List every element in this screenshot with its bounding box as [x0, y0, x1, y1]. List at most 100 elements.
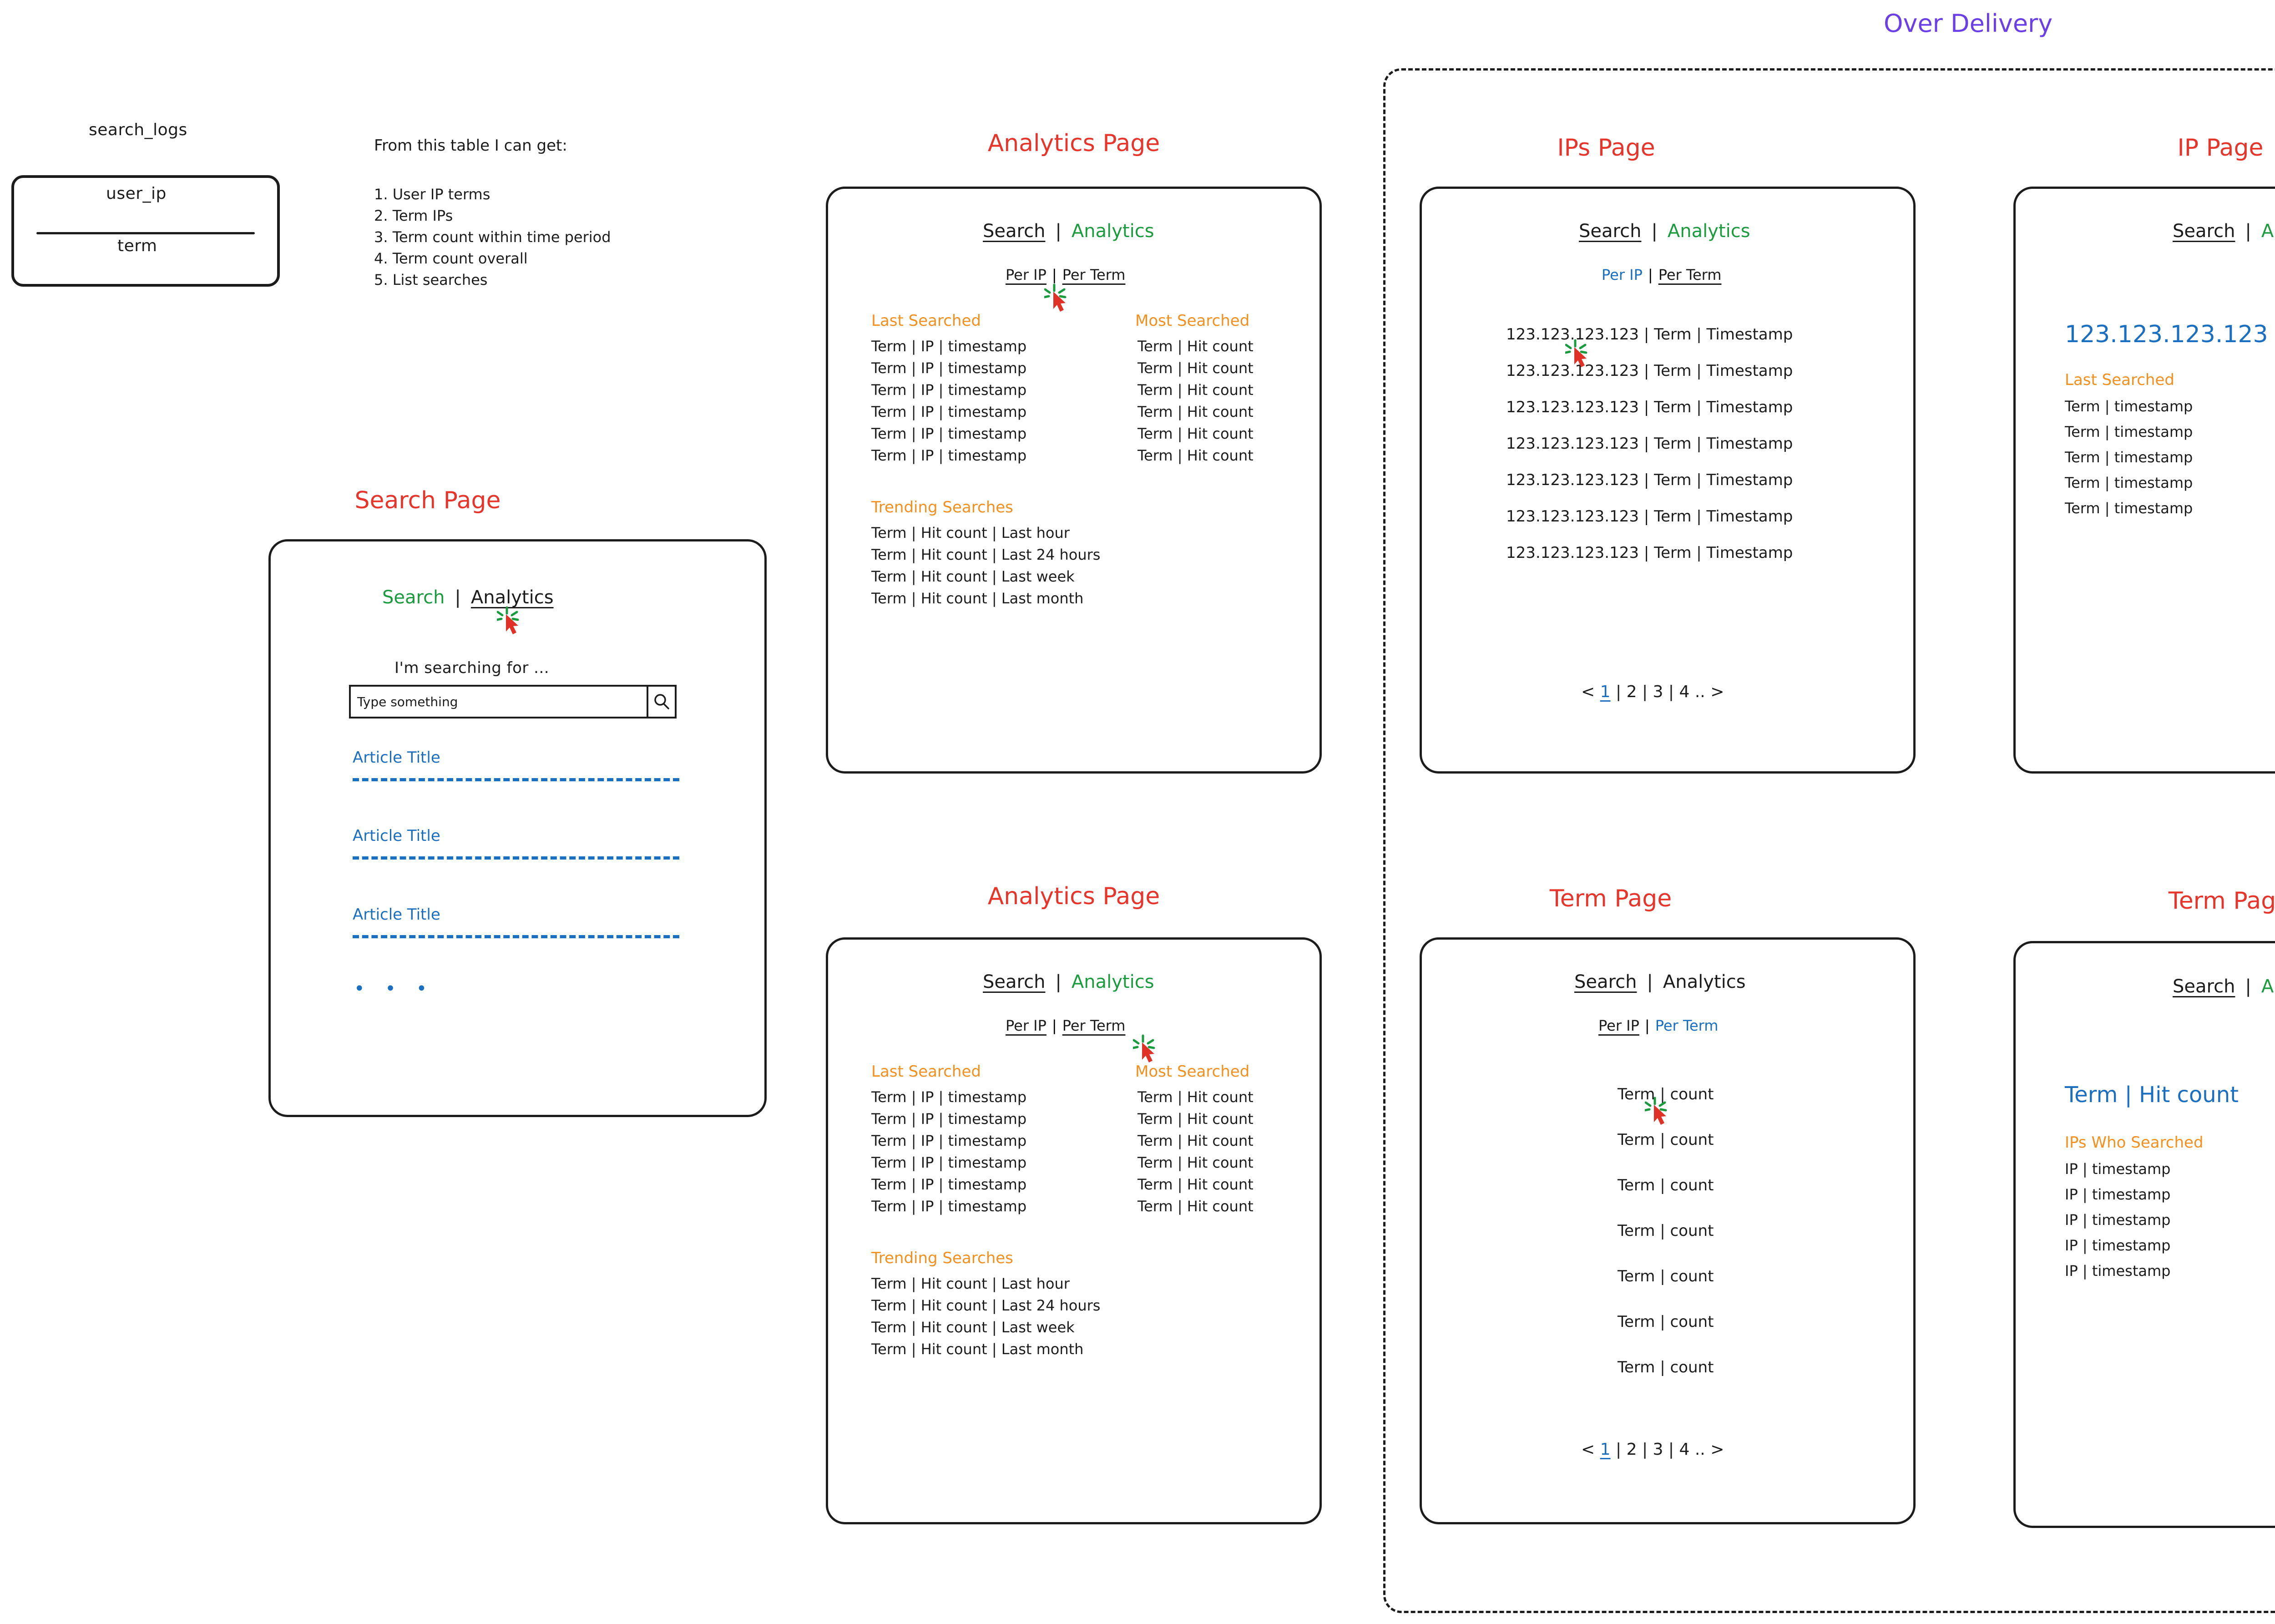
table-row[interactable]: Term | count	[1618, 1267, 1714, 1285]
pagination-page-2[interactable]: 2	[1626, 683, 1637, 701]
entity-title: search_logs	[89, 121, 187, 139]
nav-search-link[interactable]: Search	[983, 971, 1046, 992]
list-item: IP | timestamp	[2065, 1160, 2171, 1178]
table-row[interactable]: Term | count	[1618, 1085, 1714, 1103]
list-item: Term | Hit count | Last hour	[871, 1275, 1070, 1292]
pagination-page-3[interactable]: 3	[1653, 1440, 1663, 1459]
pagination-ellipsis: ..	[1694, 1440, 1705, 1459]
pagination-separator: |	[1615, 1440, 1622, 1459]
list-item: Term | Hit count	[1138, 1110, 1254, 1128]
sub-nav: Per IP | Per Term	[1602, 266, 1721, 283]
list-item: Term | IP | timestamp	[871, 1176, 1027, 1193]
subnav-per-term-link[interactable]: Per Term	[1062, 266, 1126, 283]
last-searched-heading: Last Searched	[871, 1062, 981, 1081]
nav-search-link[interactable]: Search	[1574, 971, 1637, 992]
table-row[interactable]: 123.123.123.123 | Term | Timestamp	[1506, 435, 1793, 453]
nav-search-link[interactable]: Search	[2173, 221, 2235, 242]
term-rows-list: Term | count Term | count Term | count T…	[1618, 1085, 1714, 1376]
result-snippet-line	[353, 856, 679, 860]
sub-nav: Per IP | Per Term	[1598, 1017, 1718, 1034]
pagination-prev[interactable]: <	[1581, 1440, 1595, 1459]
pagination[interactable]: < 1 | 2 | 3 | 4 .. >	[1581, 683, 1724, 701]
table-row[interactable]: Term | count	[1618, 1313, 1714, 1331]
note-item: 5. List searches	[374, 271, 488, 288]
most-searched-list: Term | Hit count Term | Hit count Term |…	[1138, 1090, 1254, 1214]
subnav-per-term-link[interactable]: Per Term	[1658, 266, 1722, 283]
table-row[interactable]: 123.123.123.123 | Term | Timestamp	[1506, 362, 1793, 380]
pagination-page-1[interactable]: 1	[1600, 1440, 1611, 1459]
pagination-prev[interactable]: <	[1581, 683, 1595, 701]
result-title[interactable]: Article Title	[353, 827, 440, 845]
list-item: Term | timestamp	[2065, 398, 2193, 415]
most-searched-heading: Most Searched	[1135, 1062, 1250, 1081]
page-title-ips: IPs Page	[1557, 134, 1655, 162]
sub-nav: Per IP | Per Term	[1006, 1017, 1125, 1034]
term-heading: Term | Hit count	[2065, 1082, 2239, 1108]
list-item: Term | IP | timestamp	[871, 381, 1027, 399]
list-item: Term | timestamp	[2065, 474, 2193, 491]
subnav-per-term-link[interactable]: Per Term	[1062, 1017, 1126, 1034]
search-input[interactable]: Type something	[357, 694, 458, 709]
subnav-per-ip-link[interactable]: Per IP	[1006, 266, 1046, 283]
magnifier-icon	[654, 694, 669, 709]
pagination-page-4[interactable]: 4	[1679, 1440, 1690, 1459]
mouse-cursor-icon	[495, 606, 525, 638]
list-item: Term | Hit count | Last week	[871, 568, 1075, 585]
ip-rows-list: 123.123.123.123 | Term | Timestamp 123.1…	[1506, 325, 1793, 562]
nav-analytics-link[interactable]: Analytics	[2261, 976, 2275, 997]
nav-analytics-link[interactable]: Analytics	[2261, 221, 2275, 242]
ips-who-searched-heading: IPs Who Searched	[2065, 1133, 2204, 1152]
list-item: Term | IP | timestamp	[871, 359, 1027, 377]
table-row[interactable]: Term | count	[1618, 1131, 1714, 1149]
pagination-page-4[interactable]: 4	[1679, 683, 1690, 701]
list-item: Term | Hit count | Last week	[871, 1319, 1075, 1336]
table-row[interactable]: Term | count	[1618, 1222, 1714, 1240]
result-title[interactable]: Article Title	[353, 749, 440, 767]
nav-search-link[interactable]: Search	[2173, 976, 2235, 997]
nav-analytics-link[interactable]: Analytics	[1663, 971, 1746, 992]
result-title[interactable]: Article Title	[353, 906, 440, 924]
table-row[interactable]: Term | count	[1618, 1176, 1714, 1194]
search-input-group[interactable]: Type something	[349, 685, 677, 718]
mouse-cursor-icon	[1643, 1097, 1673, 1128]
list-item: Term | Hit count	[1138, 1132, 1254, 1149]
list-item: Term | Hit count	[1138, 359, 1254, 377]
subnav-per-ip-link[interactable]: Per IP	[1602, 266, 1643, 283]
subnav-per-ip-link[interactable]: Per IP	[1598, 1017, 1639, 1034]
main-nav: Search | Analytics	[2173, 976, 2275, 997]
list-item: Term | IP | timestamp	[871, 338, 1027, 355]
note-item: 4. Term count overall	[374, 250, 528, 267]
card-term-list-page: Search | Analytics Per IP | Per Term Ter…	[1420, 937, 1916, 1524]
list-item: Term | Hit count	[1138, 1176, 1254, 1193]
pagination[interactable]: < 1 | 2 | 3 | 4 .. >	[1581, 1440, 1724, 1459]
trending-searches-list: Term | Hit count | Last hour Term | Hit …	[871, 1276, 1100, 1356]
last-searched-heading: Last Searched	[871, 312, 981, 330]
table-row[interactable]: 123.123.123.123 | Term | Timestamp	[1506, 325, 1793, 344]
page-title-search: Search Page	[354, 487, 501, 514]
nav-search-link[interactable]: Search	[983, 221, 1046, 242]
main-nav: Search | Analytics	[2173, 221, 2275, 242]
pagination-next[interactable]: >	[1710, 1440, 1724, 1459]
nav-search-link[interactable]: Search	[382, 587, 445, 608]
list-item: Term | Hit count	[1138, 447, 1254, 464]
pagination-next[interactable]: >	[1710, 683, 1724, 701]
pagination-page-3[interactable]: 3	[1653, 683, 1663, 701]
list-item: Term | Hit count | Last 24 hours	[871, 546, 1101, 563]
nav-search-link[interactable]: Search	[1579, 221, 1642, 242]
nav-separator: |	[1647, 971, 1653, 992]
pagination-page-1[interactable]: 1	[1600, 683, 1611, 701]
table-row[interactable]: 123.123.123.123 | Term | Timestamp	[1506, 507, 1793, 526]
table-row[interactable]: Term | count	[1618, 1358, 1714, 1376]
search-button[interactable]	[647, 687, 675, 717]
subnav-per-term-link[interactable]: Per Term	[1655, 1017, 1719, 1034]
table-row[interactable]: 123.123.123.123 | Term | Timestamp	[1506, 471, 1793, 489]
subnav-per-ip-link[interactable]: Per IP	[1006, 1017, 1046, 1034]
pagination-separator: |	[1668, 683, 1674, 701]
table-row[interactable]: 123.123.123.123 | Term | Timestamp	[1506, 544, 1793, 562]
nav-analytics-link[interactable]: Analytics	[1667, 221, 1750, 242]
nav-analytics-link[interactable]: Analytics	[1071, 971, 1154, 992]
nav-analytics-link[interactable]: Analytics	[470, 587, 554, 608]
nav-analytics-link[interactable]: Analytics	[1071, 221, 1154, 242]
pagination-page-2[interactable]: 2	[1626, 1440, 1637, 1459]
table-row[interactable]: 123.123.123.123 | Term | Timestamp	[1506, 398, 1793, 416]
